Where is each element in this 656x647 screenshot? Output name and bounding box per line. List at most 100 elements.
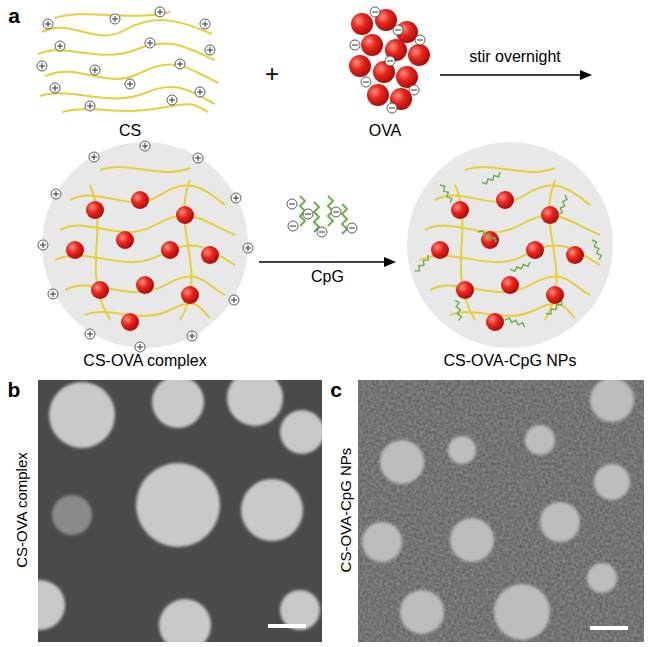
ova-cluster (385, 56, 395, 66)
nanoparticle-drawing (415, 255, 431, 273)
nanoparticle: CS-OVA-CpG NPs (400, 140, 620, 372)
nanoparticle-drawing (592, 239, 602, 260)
cpg-strands (342, 204, 347, 234)
node-label: CS (119, 122, 141, 140)
tem-image (49, 382, 115, 448)
tem-image (159, 599, 211, 642)
nanoparticle-drawing (440, 183, 454, 203)
cs-chains (55, 41, 65, 51)
cpg-strands (288, 221, 298, 231)
node-label: OVA (369, 122, 402, 140)
nanoparticle-drawing (505, 317, 526, 327)
tem-image (540, 502, 580, 542)
ova-cluster (350, 40, 360, 50)
cs-chains (38, 12, 218, 112)
cs-chains (195, 87, 205, 97)
complex-particle-drawing (38, 240, 48, 250)
tem-image (448, 436, 476, 464)
cs-chains (125, 79, 135, 89)
ova-cluster (349, 7, 430, 113)
ova-cluster (351, 13, 373, 35)
tem-image (152, 380, 204, 428)
protein-label-box: OVA (340, 10, 430, 142)
ova-cluster (393, 25, 403, 35)
nanoparticle-drawing (546, 300, 564, 316)
cs-chains (167, 95, 177, 105)
tem-image (280, 410, 322, 454)
nanoparticle-drawing (558, 195, 568, 216)
complex-particle-drawing (85, 329, 95, 339)
tem-image (587, 563, 617, 593)
complex-particle-drawing (38, 141, 253, 352)
polymer-label-box: CS (40, 10, 220, 142)
cpg-strands (287, 199, 297, 209)
ova-cluster (415, 35, 425, 45)
complex-particle-drawing (42, 142, 248, 348)
tem-image (400, 590, 444, 634)
cs-chains (62, 104, 208, 112)
tem-image (38, 380, 322, 642)
cs-chains (155, 7, 165, 17)
nanoparticle-drawing (455, 299, 462, 320)
cpg-strands (331, 207, 341, 217)
complex-particle-drawing (140, 141, 150, 151)
process-arrow (440, 74, 582, 76)
process-arrow (440, 70, 592, 80)
complex-particle: CS-OVA complex (35, 140, 255, 372)
cpg-strands (347, 223, 357, 233)
ova-cluster (387, 103, 397, 113)
tem-image (38, 580, 65, 630)
cpg-strands (314, 202, 319, 232)
cs-chains (85, 101, 95, 111)
panel-letter: a (8, 4, 20, 27)
ova-cluster (367, 84, 389, 106)
nanoparticle-drawing (478, 229, 498, 243)
process-arrow (259, 257, 396, 267)
tem-image (525, 425, 555, 455)
complex-particle-drawing (48, 289, 58, 299)
cs-chains (110, 14, 120, 24)
complex-particle-drawing (135, 342, 145, 352)
tem-image (268, 624, 306, 628)
image-label: CS-OVA-CpG NPs (338, 448, 355, 573)
cpg-strands (317, 227, 327, 237)
plus-sign: + (265, 61, 279, 87)
nanoparticle-drawing (407, 142, 613, 348)
panel-letter: b (8, 378, 21, 401)
tem-image (362, 522, 402, 562)
complex-particle-drawing (89, 152, 99, 162)
tem-image (136, 463, 220, 547)
ova-cluster (349, 9, 430, 110)
tem-image (594, 464, 630, 500)
cs-chains (37, 7, 218, 112)
cs-chains (43, 19, 53, 29)
complex-particle-drawing (231, 193, 241, 203)
edge-label: CpG (309, 268, 346, 286)
tem-image (227, 380, 283, 426)
tem-image (590, 626, 628, 630)
nanoparticle-drawing (510, 262, 531, 272)
tem-image (358, 380, 644, 642)
nanoparticle-drawing (420, 167, 600, 331)
complex-particle-drawing (51, 189, 61, 199)
image-label: CS-OVA complex (14, 452, 31, 568)
complex-particle-drawing (55, 167, 235, 331)
cs-chains (90, 65, 100, 75)
tem-image (241, 479, 303, 541)
tem-image (358, 380, 644, 642)
complex-particle-drawing (243, 243, 253, 253)
process-label: stir overnight (469, 48, 561, 66)
ova-cluster (361, 77, 371, 87)
complex-particle-drawing (187, 331, 197, 341)
tem-image (362, 380, 634, 640)
ova-cluster (370, 7, 380, 17)
nanoparticle-drawing (415, 255, 431, 273)
ova-cluster (361, 34, 383, 56)
cs-chains (145, 38, 155, 48)
tem-image (52, 495, 92, 535)
nanoparticle-drawing (510, 262, 531, 272)
cs-chains (37, 61, 47, 71)
cs-chains (200, 19, 210, 29)
